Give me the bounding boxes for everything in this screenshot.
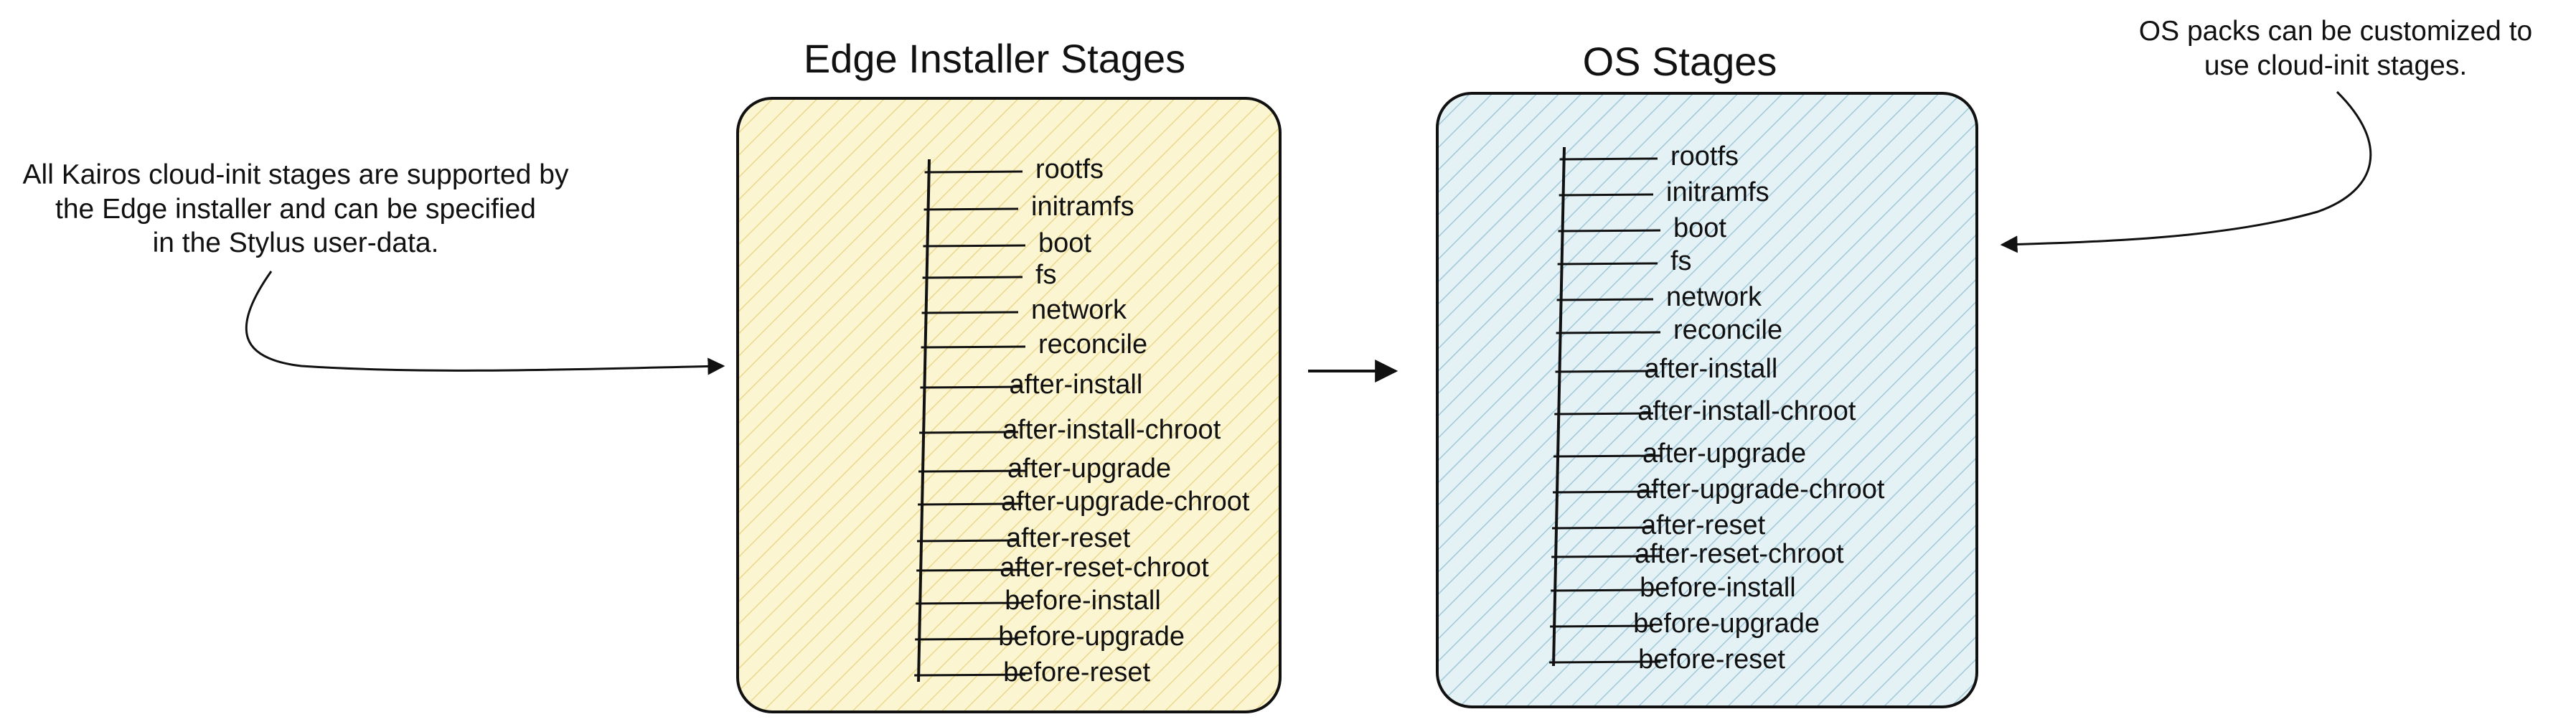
os-stage-label: after-reset-chroot [1635,539,1844,570]
os-stage-label: fs [1670,246,1692,277]
installer-stage-label: after-upgrade-chroot [1001,487,1250,517]
left-note-line: All Kairos cloud-init stages are support… [22,159,569,190]
os-stage-branch [1554,412,1654,416]
os-stage-label: before-install [1640,573,1796,604]
installer-stage-label: after-reset-chroot [1000,553,1209,583]
installer-stage-label: before-install [1005,586,1161,616]
os-stage-label: after-install-chroot [1637,396,1856,427]
os-stage-label: before-reset [1638,644,1785,675]
installer-stage-label: network [1031,295,1127,326]
installer-stage-label: before-upgrade [998,622,1185,652]
os-stage-branch [1555,370,1658,373]
installer-stage-branch [920,385,1023,389]
installer-stage-branch [918,469,1026,473]
os-stage-branch [1550,624,1654,628]
installer-stage-label: rootfs [1035,154,1104,185]
os-stage-label: reconcile [1673,315,1783,346]
os-stage-label: initramfs [1666,177,1769,208]
os-stage-label: after-install [1644,354,1778,385]
os-stage-label: network [1666,282,1762,313]
os-stage-branch [1559,193,1654,197]
installer-stage-label: before-reset [1003,657,1151,688]
installer-stage-branch [919,431,1019,434]
os-stage-label: rootfs [1670,141,1739,172]
os-stage-label: before-upgrade [1633,609,1820,639]
left-note-line: the Edge installer and can be specified [55,193,536,225]
installer-stage-label: after-install-chroot [1002,415,1221,446]
installer-stage-branch [916,568,1026,572]
right-note-line: use cloud-init stages. [2204,50,2468,81]
os-stage-branch [1557,262,1658,266]
installer-stage-label: initramfs [1031,192,1134,222]
right-note: OS packs can be customized to use cloud-… [2120,14,2551,83]
right-note-line: OS packs can be customized to [2138,16,2533,47]
installer-stage-branch [917,539,1019,543]
os-stage-branch [1556,331,1661,334]
installer-stage-branch [922,276,1023,279]
installer-stage-label: fs [1035,260,1057,291]
os-stage-branch [1551,588,1658,592]
os-panel-box [1436,92,1978,708]
installer-stage-label: reconcile [1038,329,1148,360]
installer-stage-label: boot [1038,228,1091,259]
installer-stage-branch [923,244,1026,248]
installer-stage-branch [916,601,1023,605]
installer-stage-branch [921,311,1019,314]
os-stage-label: after-reset [1640,510,1766,541]
installer-stage-branch [923,207,1019,211]
installer-stage-branch [918,502,1023,506]
installer-stage-label: after-reset [1006,523,1131,554]
os-stage-label: after-upgrade-chroot [1636,474,1885,505]
installer-stage-label: after-install [1009,370,1143,400]
os-panel-title: OS Stages [1582,39,1777,84]
os-tree-trunk [1552,146,1566,667]
os-stage-branch [1551,526,1654,530]
os-stage-branch [1556,298,1654,301]
os-stage-label: boot [1673,213,1726,244]
os-stage-branch [1551,555,1661,558]
installer-stage-label: after-upgrade [1007,454,1172,484]
os-stage-label: after-upgrade [1642,438,1807,469]
installer-panel-title: Edge Installer Stages [803,36,1186,81]
installer-panel-box [736,97,1282,713]
right-note-arrow [2000,90,2372,253]
os-stage-branch [1558,229,1661,233]
left-note: All Kairos cloud-init stages are support… [16,158,575,261]
left-note-line: in the Stylus user-data. [152,228,439,259]
left-note-arrow [245,271,725,375]
